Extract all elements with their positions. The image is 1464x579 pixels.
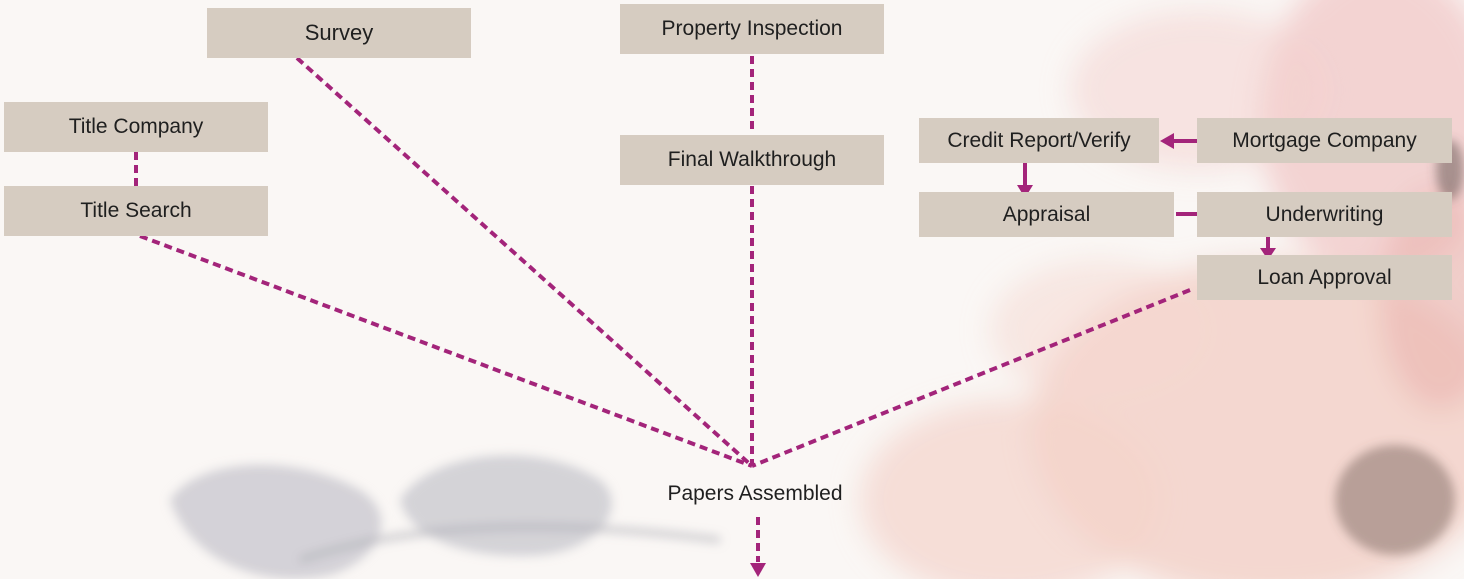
loan-approval-node: Loan Approval <box>1197 255 1452 300</box>
connector-survey-to-papers <box>297 58 752 466</box>
mortgage-company-node: Mortgage Company <box>1197 118 1452 163</box>
title-search-node: Title Search <box>4 186 268 236</box>
papers-assembled-node: Papers Assembled <box>630 474 880 514</box>
arrowhead-left-icon <box>1160 133 1174 149</box>
survey-node: Survey <box>207 8 471 58</box>
appraisal-node: Appraisal <box>919 192 1174 237</box>
title-company-node: Title Company <box>4 102 268 152</box>
arrowhead-down-icon <box>750 563 766 577</box>
underwriting-node: Underwriting <box>1197 192 1452 237</box>
connector-title-search-to-papers <box>140 236 752 466</box>
connector-loan-to-papers <box>752 290 1190 466</box>
property-inspection-node: Property Inspection <box>620 4 884 54</box>
final-walkthrough-node: Final Walkthrough <box>620 135 884 185</box>
credit-report-node: Credit Report/Verify <box>919 118 1159 163</box>
